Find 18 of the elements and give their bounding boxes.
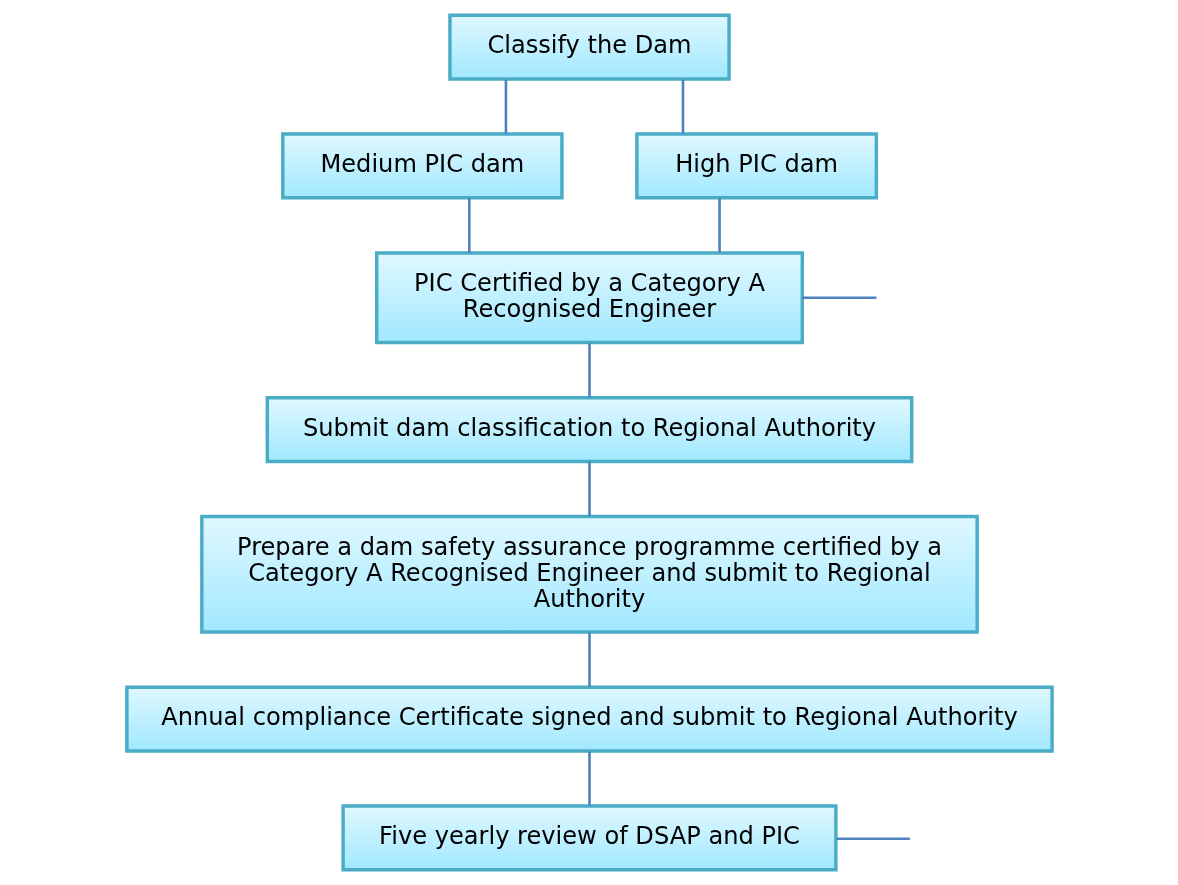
connector <box>681 79 684 134</box>
node-box: High PIC dam <box>634 132 878 200</box>
connector <box>717 197 721 253</box>
connector <box>504 79 507 134</box>
connector <box>587 343 591 398</box>
node-box: Medium PIC dam <box>280 132 564 200</box>
node-box: Prepare a dam safety assurance programme certified by a Category A Recognised Engineer and submit to Regional Authority <box>199 514 979 634</box>
node-box: Annual compliance Certificate signed and submit to Regional Authority <box>124 685 1054 753</box>
connector <box>587 461 591 517</box>
connector <box>467 197 471 253</box>
connector <box>835 837 910 841</box>
node-box: Submit dam classification to Regional Authority <box>265 395 913 464</box>
node-box: Five yearly review of DSAP and PIC <box>340 804 838 872</box>
node-box: Classify the Dam <box>447 13 731 81</box>
node-box: PIC Certified by a Category A Recognised Engineer <box>374 251 804 345</box>
connector <box>587 632 591 687</box>
connector <box>801 296 876 300</box>
connector <box>587 751 591 806</box>
